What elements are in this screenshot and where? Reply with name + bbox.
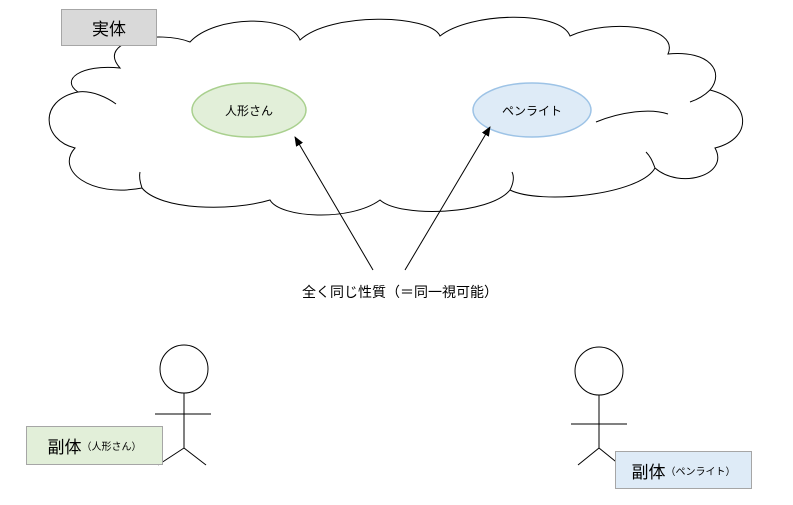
penlight-entity-label: ペンライト: [502, 104, 562, 118]
right-subject-box: 副体（ペンライト）: [615, 451, 752, 489]
title-box: 実体: [61, 9, 157, 46]
cloud-fold-right: [689, 89, 711, 103]
arrow-to-penlight: [404, 126, 491, 271]
cloud-fold-inner: [595, 110, 669, 123]
cloud-fold-bottom-right: [509, 171, 514, 191]
cloud-shape: [48, 16, 744, 216]
cloud-fold-right-2: [645, 151, 656, 169]
arrow-to-doll: [294, 136, 374, 271]
cloud-fold-left: [77, 91, 117, 105]
cloud-fold-bottom-left: [139, 171, 143, 189]
right-stick-figure: [571, 346, 627, 466]
penlight-entity-ellipse: [472, 82, 592, 138]
right-subject-main: 副体: [631, 462, 666, 483]
center-caption: 全く同じ性質（＝同一視可能）: [302, 285, 498, 301]
left-subject-sub: （人形さん）: [81, 442, 142, 453]
title-label: 実体: [92, 20, 126, 40]
doll-entity-ellipse: [191, 82, 307, 138]
left-stick-figure: [155, 344, 211, 466]
left-subject-box: 副体（人形さん）: [26, 426, 163, 465]
right-subject-sub: （ペンライト）: [665, 466, 736, 478]
doll-entity-label: 人形さん: [225, 104, 273, 118]
left-subject-main: 副体: [47, 438, 82, 458]
